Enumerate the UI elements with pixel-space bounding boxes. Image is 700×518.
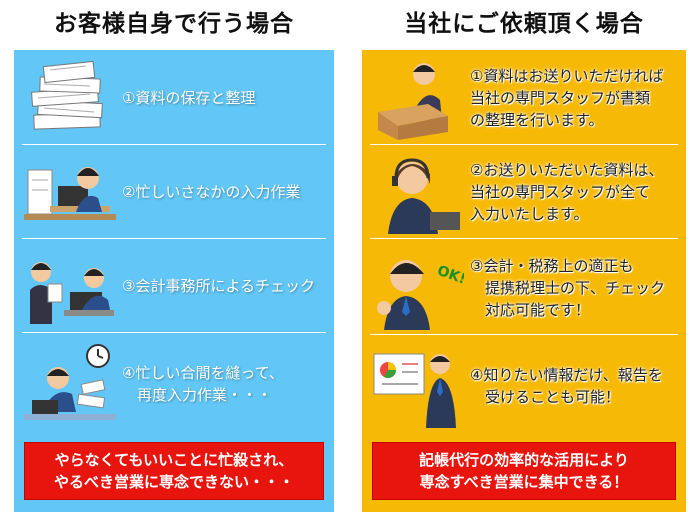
list-item: ④知りたい情報だけ、報告を 受けることも可能！ xyxy=(362,340,686,432)
self-service-panel: ①資料の保存と整理 ②忙しいさなかの入力作業 ③会計事務所によるチ xyxy=(14,50,334,512)
divider xyxy=(22,332,326,333)
list-item: ②お送りいただいた資料は、 当社の専門スタッフが全て 入力いたします。 xyxy=(362,146,686,238)
item-text: ③会計事務所によるチェック xyxy=(122,277,315,295)
item-text: ①資料の保存と整理 xyxy=(122,89,256,107)
list-item: ③会計事務所によるチェック xyxy=(14,240,334,332)
divider xyxy=(370,144,678,145)
ok-label: OK! xyxy=(435,263,464,288)
staff-box-icon xyxy=(378,63,448,140)
divider xyxy=(22,238,326,239)
list-item: ④忙しい合間を縫って、 再度入力作業・・・ xyxy=(14,338,334,430)
item-text: ④知りたい情報だけ、報告を 受けることも可能！ xyxy=(470,366,663,406)
headset-staff-icon xyxy=(388,158,460,234)
tired-worker-icon xyxy=(24,167,116,220)
item-text: ③会計・税務上の適正も 提携税理士の下、チェック 対応可能です！ xyxy=(470,257,666,319)
accountant-check-icon xyxy=(30,262,114,324)
right-summary: 記帳代行の効率的な活用により 専念すべき営業に集中できる！ xyxy=(372,442,676,500)
list-item: OK! ③会計・税務上の適正も 提携税理士の下、チェック 対応可能です！ xyxy=(362,242,686,334)
divider xyxy=(370,334,678,335)
presentation-icon xyxy=(373,353,456,428)
item-text: ②お送りいただいた資料は、 当社の専門スタッフが全て 入力いたします。 xyxy=(470,161,664,223)
left-summary: やらなくてもいいことに忙殺され、 やるべき営業に専念できない・・・ xyxy=(24,442,324,500)
left-heading: お客様自身で行う場合 xyxy=(54,11,294,37)
outsourced-panel: ①資料はお送りいただければ 当社の専門スタッフが書類 の整理を行います。 ②お送… xyxy=(362,50,686,512)
list-item: ①資料はお送りいただければ 当社の専門スタッフが書類 の整理を行います。 xyxy=(362,52,686,144)
divider xyxy=(370,238,678,239)
clock-busy-worker-icon xyxy=(24,344,116,420)
right-heading: 当社にご依頼頂く場合 xyxy=(404,11,644,37)
list-item: ②忙しいさなかの入力作業 xyxy=(14,146,334,238)
paper-stack-icon xyxy=(31,60,103,130)
item-text: ④忙しい合間を縫って、 再度入力作業・・・ xyxy=(122,364,284,404)
list-item: ①資料の保存と整理 xyxy=(14,52,334,144)
item-text: ②忙しいさなかの入力作業 xyxy=(122,183,301,201)
item-text: ①資料はお送りいただければ 当社の専門スタッフが書類 の整理を行います。 xyxy=(470,67,664,129)
ok-man-icon: OK! xyxy=(377,260,464,330)
divider xyxy=(22,144,326,145)
